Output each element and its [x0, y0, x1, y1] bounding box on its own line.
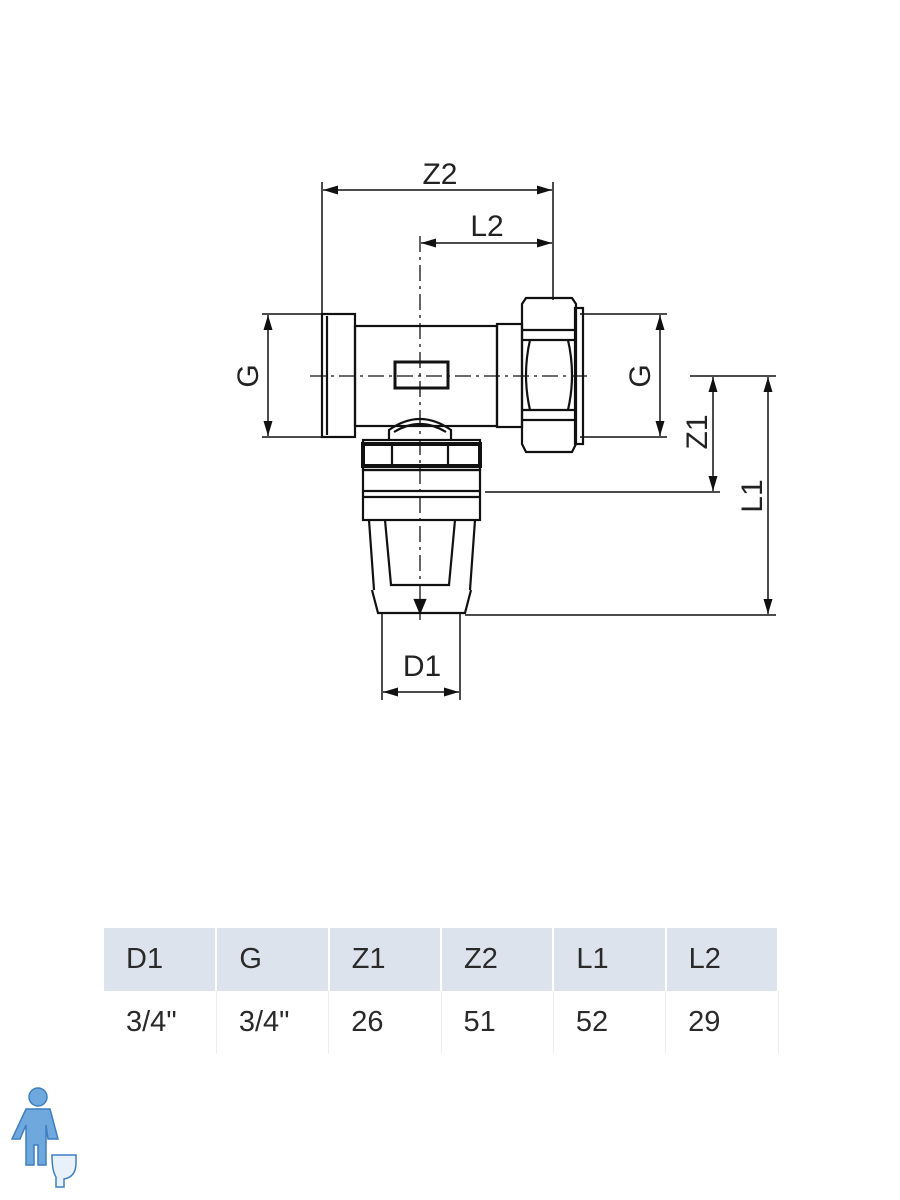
table-header-row: D1 G Z1 Z2 L1 L2 [104, 928, 780, 991]
header-d1: D1 [104, 928, 218, 991]
value-d1: 3/4" [104, 991, 217, 1054]
value-l1: 52 [553, 991, 667, 1054]
dimension-lines [262, 182, 776, 700]
label-g-left: G [232, 364, 265, 387]
header-l1: L1 [553, 928, 667, 991]
header-l2: L2 [665, 928, 780, 991]
plumber-logo-icon [10, 1087, 77, 1188]
value-g: 3/4" [216, 991, 330, 1054]
label-z1: Z1 [681, 414, 714, 449]
center-lines [310, 236, 592, 620]
label-g-right: G [624, 364, 657, 387]
tee-fitting [320, 296, 585, 615]
header-z1: Z1 [328, 928, 443, 991]
value-z1: 26 [328, 991, 442, 1054]
dimension-labels: Z2 L2 G G Z1 L1 D1 [232, 158, 769, 683]
label-z2: Z2 [422, 158, 457, 191]
header-g: G [216, 928, 330, 991]
table-row: 3/4" 3/4" 26 51 52 29 [104, 991, 779, 1054]
label-l2: L2 [470, 210, 503, 243]
label-d1: D1 [403, 650, 441, 683]
value-z2: 51 [441, 991, 554, 1054]
dimensions-table: D1 G Z1 Z2 L1 L2 3/4" 3/4" 26 51 52 29 [104, 928, 780, 1054]
label-l1: L1 [736, 479, 769, 512]
header-z2: Z2 [441, 928, 555, 991]
fitting-drawing: Z2 L2 G G Z1 L1 D1 [232, 158, 776, 700]
value-l2: 29 [665, 991, 779, 1054]
